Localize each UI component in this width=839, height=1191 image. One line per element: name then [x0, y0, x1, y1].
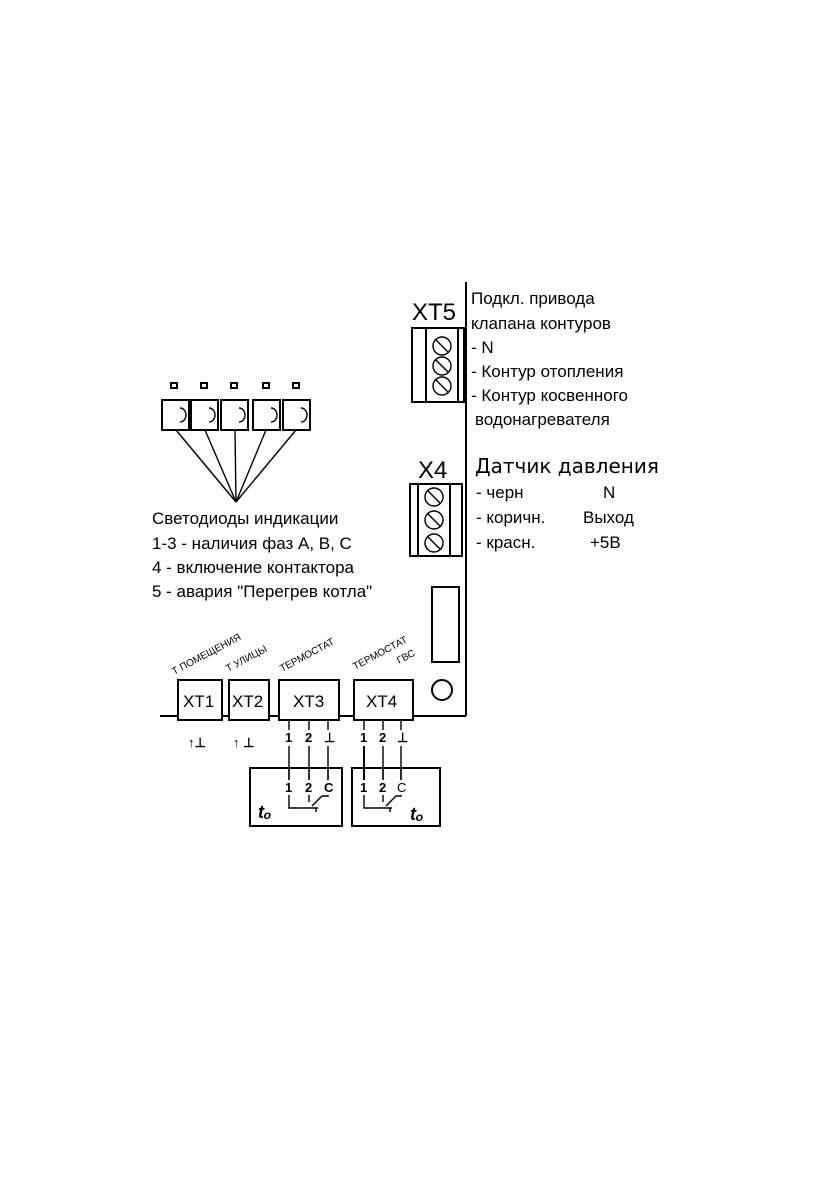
- xt1-label: XT1: [183, 692, 214, 711]
- x4-signal: N: [603, 483, 615, 502]
- thermostat-right: 1 2 C tₒ: [351, 767, 441, 827]
- x4-title: Датчик давления: [475, 454, 659, 478]
- xt2-label: XT2: [232, 692, 263, 711]
- xt4-connector: ТЕРМОСТАТ ГВС XT4 1 2 ⊥: [351, 635, 417, 745]
- xt4-pin: 1: [360, 730, 367, 745]
- thermostat-left-symbol: tₒ: [258, 802, 272, 822]
- round-element: [431, 679, 453, 701]
- xt5-line: - N: [471, 338, 494, 357]
- thermostat-left-pin: 1: [285, 780, 292, 795]
- thermostat-left-pin: 2: [305, 780, 312, 795]
- x4-wire: - красн.: [476, 533, 535, 552]
- x4-signal: +5В: [590, 533, 621, 552]
- thermostat-left-pin: C: [324, 780, 334, 795]
- thermostat-right-pin: 2: [379, 780, 386, 795]
- led-line: Светодиоды индикации: [152, 509, 338, 528]
- led-description: Светодиоды индикации 1-3 - наличия фаз А…: [152, 509, 372, 601]
- xt4-pin: ⊥: [397, 730, 408, 745]
- xt2-connector: Т УЛИЦЫ XT2 ↑ ⊥: [224, 644, 270, 750]
- x4-signal: Выход: [583, 508, 634, 527]
- led-line: 5 - авария "Перегрев котла": [152, 582, 372, 601]
- xt3-pin: 2: [305, 730, 312, 745]
- xt3-pin: ⊥: [324, 730, 335, 745]
- led-line: 1-3 - наличия фаз А, В, С: [152, 534, 352, 553]
- thermostat-left: 1 2 C tₒ: [249, 767, 343, 827]
- xt2-caption: Т УЛИЦЫ: [224, 644, 269, 675]
- x4-description: Датчик давления - черн N - коричн. Выход…: [475, 454, 659, 552]
- x4-wire: - черн: [476, 483, 524, 502]
- xt5-line: - Контур отопления: [471, 362, 623, 381]
- xt3-label: XT3: [293, 692, 324, 711]
- led-line: 4 - включение контактора: [152, 558, 355, 577]
- x4-wire: - коричн.: [476, 508, 545, 527]
- xt5-line: Подкл. привода: [471, 289, 595, 308]
- thermostat-right-symbol: tₒ: [410, 804, 424, 824]
- thermostat-right-pin: C: [397, 780, 406, 795]
- xt2-sensor-mark: ↑ ⊥: [233, 735, 254, 750]
- fuse-element: [431, 586, 460, 663]
- xt5-label: XT5: [412, 299, 456, 326]
- xt5-terminal-block: XT5: [411, 299, 465, 403]
- x4-label: X4: [418, 457, 447, 484]
- xt3-caption: ТЕРМОСТАТ: [278, 637, 336, 675]
- xt3-pin: 1: [285, 730, 292, 745]
- xt5-line: клапана контуров: [471, 314, 611, 333]
- xt3-connector: ТЕРМОСТАТ XT3 1 2 ⊥: [278, 637, 340, 745]
- xt5-description: Подкл. привода клапана контуров - N - Ко…: [471, 289, 628, 429]
- xt5-line: водонагревателя: [475, 410, 610, 429]
- x4-terminal-block: X4: [409, 457, 463, 557]
- xt4-label: XT4: [366, 692, 397, 711]
- thermostat-right-pin: 1: [360, 780, 367, 795]
- xt4-pin: 2: [379, 730, 386, 745]
- xt1-sensor-mark: ↑⊥: [188, 735, 206, 750]
- xt4-caption-2: ГВС: [395, 648, 417, 667]
- led-row: [161, 382, 311, 503]
- xt5-line: - Контур косвенного: [471, 386, 628, 405]
